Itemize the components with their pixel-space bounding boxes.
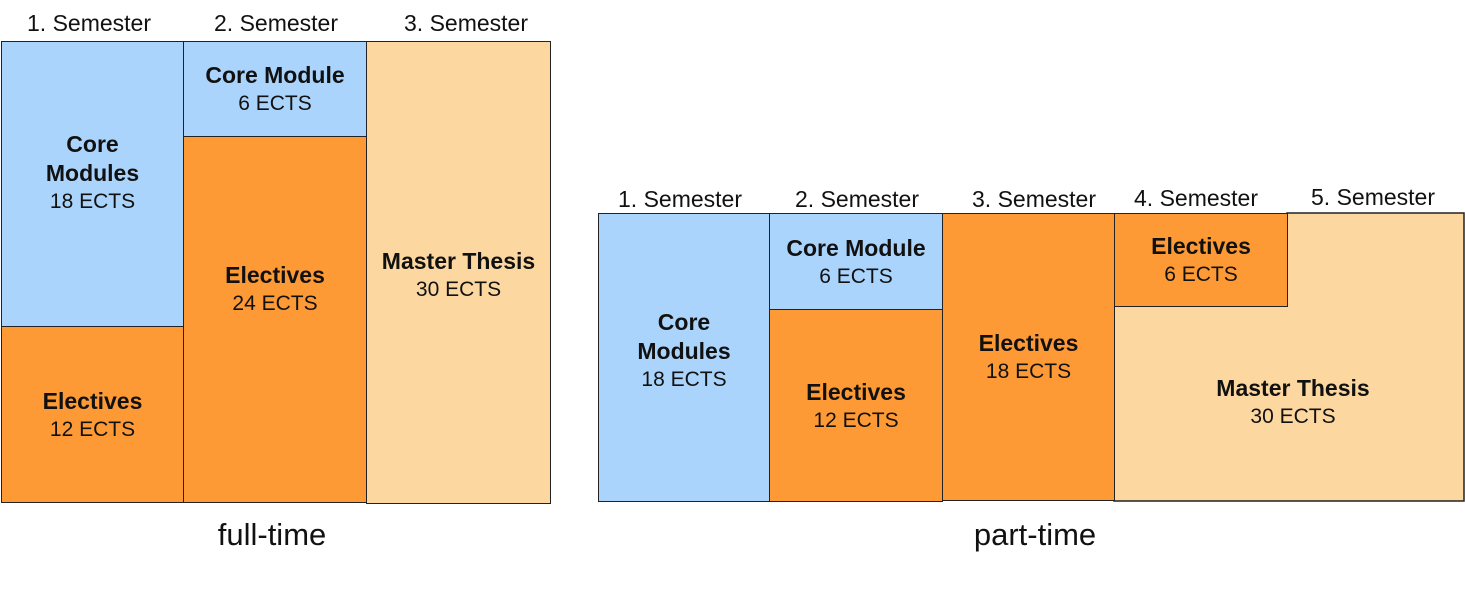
caption-full-time: full-time bbox=[217, 517, 327, 552]
block-title: Core Module bbox=[786, 234, 926, 261]
semester-label: 5. Semester bbox=[1311, 184, 1435, 210]
ft-master-thesis-block: Master Thesis 30 ECTS bbox=[366, 41, 551, 504]
block-ects: 18 ECTS bbox=[49, 190, 136, 213]
pt-electives-block: Electives 12 ECTS bbox=[769, 309, 943, 502]
pt-electives-block: Electives 6 ECTS bbox=[1114, 213, 1288, 307]
block-title: Electives bbox=[978, 330, 1079, 356]
block-ects: 12 ECTS bbox=[49, 417, 136, 441]
semester-label: 2. Semester bbox=[214, 10, 338, 36]
pt-core-module-block: Core Module 6 ECTS bbox=[769, 213, 943, 310]
ft-core-module-block: Core Module 6 ECTS bbox=[183, 41, 367, 137]
semester-label: 2. Semester bbox=[795, 186, 919, 212]
block-title: Master Thesis bbox=[381, 248, 536, 274]
block-ects: 6 ECTS bbox=[238, 92, 312, 115]
block-title: Core Modules bbox=[637, 309, 731, 364]
block-title: Electives bbox=[1151, 233, 1251, 259]
block-ects: 6 ECTS bbox=[819, 264, 893, 288]
block-ects: 24 ECTS bbox=[232, 292, 318, 315]
block-title: Electives bbox=[42, 387, 143, 414]
block-title: Core Modules bbox=[45, 131, 140, 186]
semester-label: 1. Semester bbox=[618, 186, 742, 212]
semester-label: 3. Semester bbox=[972, 186, 1096, 212]
block-ects: 30 ECTS bbox=[415, 278, 502, 301]
semester-label: 3. Semester bbox=[404, 10, 528, 36]
block-ects: 12 ECTS bbox=[813, 408, 899, 432]
block-title: Electives bbox=[225, 262, 325, 288]
semester-label: 4. Semester bbox=[1134, 185, 1258, 211]
semester-label: 1. Semester bbox=[27, 10, 151, 36]
block-title: Master Thesis bbox=[1216, 375, 1370, 401]
pt-electives-block: Electives 18 ECTS bbox=[942, 213, 1115, 501]
caption-part-time: part-time bbox=[973, 517, 1097, 552]
block-ects: 6 ECTS bbox=[1164, 263, 1238, 286]
ft-electives-block: Electives 24 ECTS bbox=[183, 136, 367, 503]
block-ects: 30 ECTS bbox=[1250, 405, 1336, 428]
block-ects: 18 ECTS bbox=[985, 360, 1072, 383]
block-title: Electives bbox=[806, 378, 906, 405]
pt-core-modules-block: Core Modules 18 ECTS bbox=[598, 213, 770, 502]
block-ects: 18 ECTS bbox=[641, 368, 727, 391]
block-title: Core Module bbox=[205, 62, 345, 88]
pt-master-thesis-label: Master Thesis 30 ECTS bbox=[1216, 374, 1369, 430]
